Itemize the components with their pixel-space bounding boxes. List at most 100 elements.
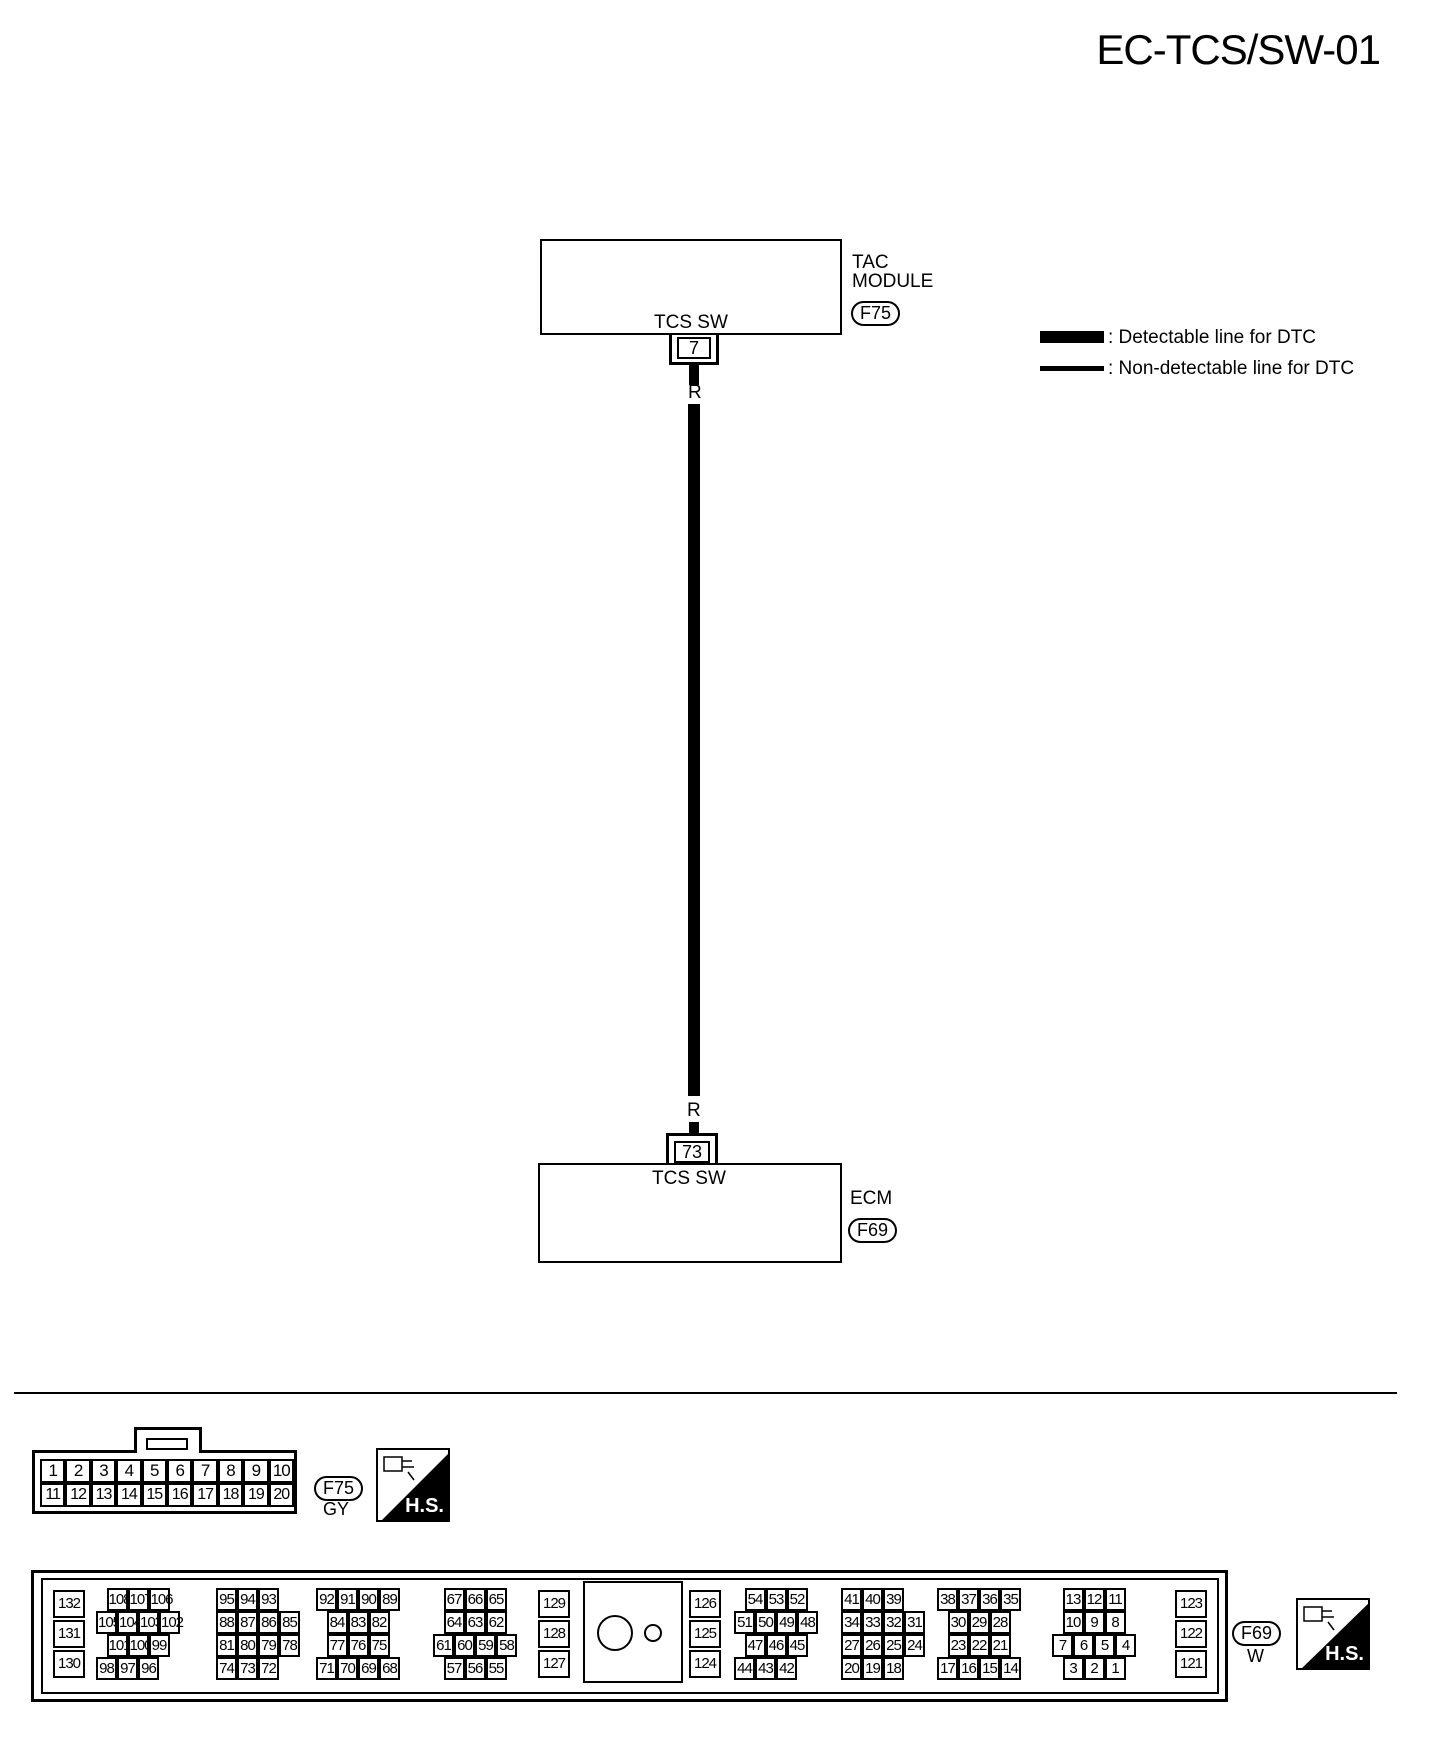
connector-pin: 123	[1175, 1590, 1207, 1618]
connector-pin: 81	[216, 1634, 237, 1657]
connector-pin: 8	[1104, 1611, 1126, 1634]
connector-pin: 19	[862, 1657, 883, 1680]
f69-color: W	[1247, 1646, 1264, 1666]
connector-pin: 85	[279, 1611, 300, 1634]
connector-pin: 95	[216, 1588, 237, 1611]
connector-pin: 52	[786, 1588, 808, 1611]
connector-pin: 62	[485, 1611, 507, 1634]
connector-pin: 34	[841, 1611, 862, 1634]
connector-pin: 27	[841, 1634, 862, 1657]
connector-pin: 67	[443, 1588, 465, 1611]
connector-pin: 57	[443, 1657, 465, 1680]
legend-detectable-line	[1040, 331, 1104, 343]
connector-pin: 7	[192, 1459, 218, 1483]
ecm-name: ECM	[850, 1188, 893, 1209]
connector-pin: 29	[968, 1611, 990, 1634]
connector-pin: 127	[538, 1650, 570, 1678]
connector-hand-icon	[383, 1456, 415, 1481]
ecm-connector-id: F69	[848, 1218, 898, 1243]
connector-pin: 32	[883, 1611, 904, 1634]
page-code: EC-TCS/SW-01	[1096, 26, 1381, 73]
connector-pin: 64	[443, 1611, 465, 1634]
connector-pin: 98	[96, 1657, 117, 1680]
tac-module-box	[540, 239, 842, 335]
connector-pin: 6	[1073, 1634, 1094, 1657]
connector-pin: 121	[1175, 1650, 1207, 1678]
connector-pin: 63	[464, 1611, 486, 1634]
connector-pin: 45	[786, 1634, 808, 1657]
ecm-terminal-73: 73	[674, 1141, 710, 1163]
connector-pin: 105	[96, 1611, 121, 1634]
connector-pin: 94	[237, 1588, 258, 1611]
connector-pin: 9	[1083, 1611, 1105, 1634]
connector-pin: 55	[485, 1657, 507, 1680]
connector-pin: 76	[347, 1634, 369, 1657]
connector-pin: 12	[65, 1483, 91, 1507]
connector-pin: 122	[1175, 1620, 1207, 1648]
connector-pin: 50	[755, 1611, 776, 1634]
connector-pin: 2	[1083, 1657, 1105, 1680]
wire-segment-top	[689, 365, 699, 385]
f75-color: GY	[323, 1499, 350, 1519]
connector-pin: 87	[237, 1611, 258, 1634]
connector-pin: 77	[326, 1634, 348, 1657]
wire-segment-bottom	[689, 1122, 699, 1134]
connector-pin: 78	[279, 1634, 300, 1657]
connector-pin: 3	[90, 1459, 117, 1483]
connector-pin: 10	[1062, 1611, 1084, 1634]
connector-pin: 15	[979, 1657, 1000, 1680]
f75-connector-latch-inner	[146, 1438, 188, 1450]
connector-pin: 103	[138, 1611, 163, 1634]
connector-pin: 69	[358, 1657, 379, 1680]
connector-pin: 21	[989, 1634, 1011, 1657]
connector-pin: 100	[127, 1634, 153, 1657]
connector-pin: 65	[485, 1588, 507, 1611]
f75-hs-badge: H.S.	[376, 1448, 450, 1522]
connector-pin: 101	[106, 1634, 132, 1657]
connector-pin: 49	[776, 1611, 797, 1634]
connector-pin: 13	[90, 1483, 117, 1507]
connector-pin: 53	[765, 1588, 787, 1611]
connector-pin: 70	[337, 1657, 358, 1680]
connector-pin: 4	[116, 1459, 142, 1483]
f75-connector-id: F75	[314, 1476, 364, 1501]
section-separator	[14, 1392, 1397, 1394]
connector-pin: 93	[258, 1588, 279, 1611]
legend-non-detectable-text: : Non-detectable line for DTC	[1108, 358, 1355, 379]
wire-color-top: R	[688, 382, 702, 403]
connector-pin: 9	[243, 1459, 269, 1483]
connector-pin: 108	[106, 1588, 132, 1611]
connector-pin: 28	[989, 1611, 1011, 1634]
connector-pin: 25	[883, 1634, 904, 1657]
connector-pin: 90	[358, 1588, 379, 1611]
connector-pin: 75	[368, 1634, 390, 1657]
connector-pin: 46	[765, 1634, 787, 1657]
connector-pin: 18	[217, 1483, 244, 1507]
connector-pin: 8	[217, 1459, 244, 1483]
connector-pin: 33	[862, 1611, 883, 1634]
connector-pin: 82	[368, 1611, 390, 1634]
f69-hs-badge: H.S.	[1296, 1598, 1370, 1670]
connector-pin: 66	[464, 1588, 486, 1611]
connector-pin: 7	[1052, 1634, 1073, 1657]
connector-pin: 84	[326, 1611, 348, 1634]
connector-pin: 73	[237, 1657, 258, 1680]
connector-pin: 4	[1115, 1634, 1136, 1657]
f69-connector-inner	[41, 1578, 1219, 1694]
connector-pin: 107	[127, 1588, 153, 1611]
hs-badge-graphic	[1302, 1603, 1368, 1668]
connector-pin: 79	[258, 1634, 279, 1657]
connector-pin: 131	[53, 1620, 85, 1648]
connector-pin: 26	[862, 1634, 883, 1657]
connector-pin: 12	[1083, 1588, 1105, 1611]
connector-pin: 91	[337, 1588, 358, 1611]
connector-pin: 10	[268, 1459, 294, 1483]
ecm-box	[538, 1163, 842, 1263]
connector-pin: 58	[496, 1634, 517, 1657]
connector-pin: 128	[538, 1620, 570, 1648]
tac-module-terminal-label: TCS SW	[654, 312, 728, 333]
connector-pin: 126	[689, 1590, 721, 1618]
connector-pin: 13	[1062, 1588, 1084, 1611]
connector-pin: 20	[268, 1483, 294, 1507]
connector-pin: 1	[40, 1459, 66, 1483]
